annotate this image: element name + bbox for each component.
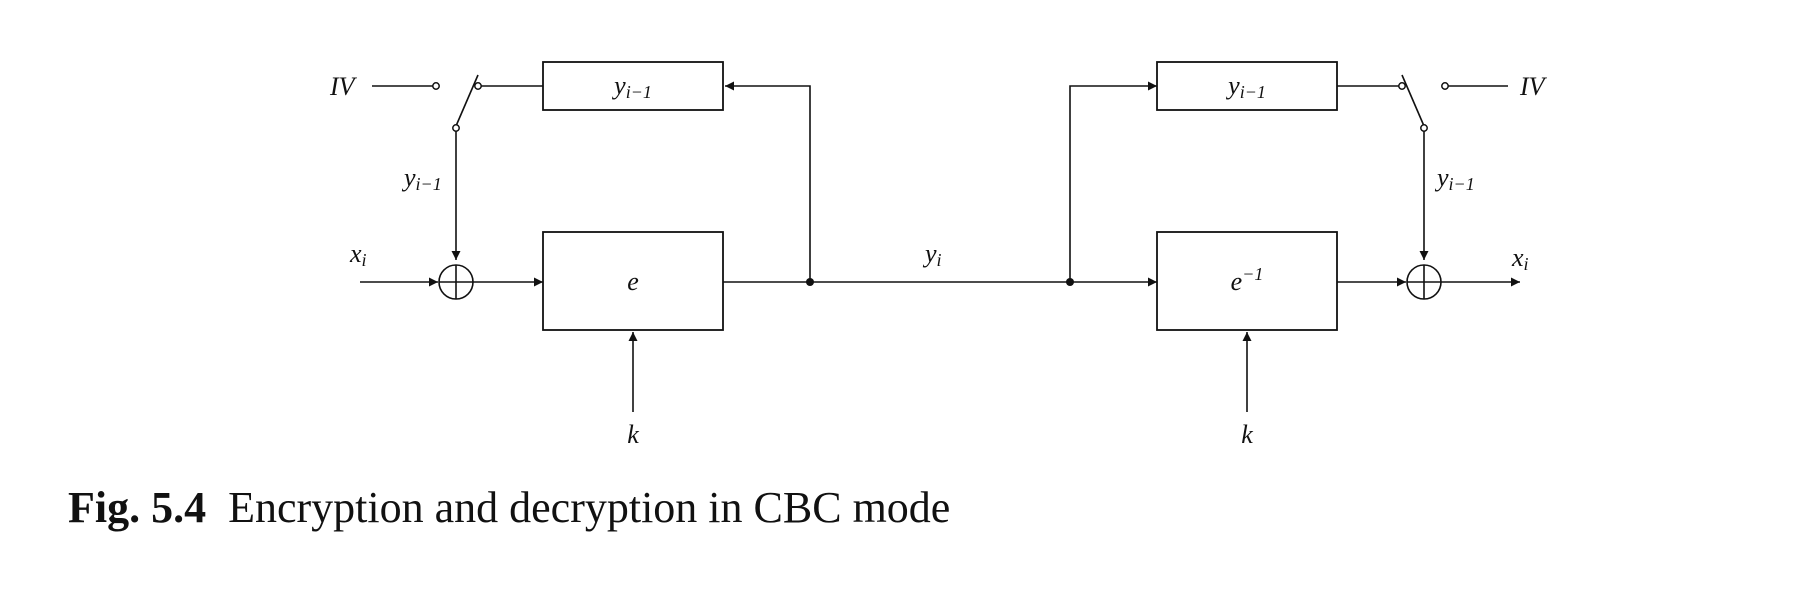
enc-register-feedback-arrow: [725, 81, 811, 282]
dec-register-box: [1156, 61, 1338, 111]
figure-caption: Fig. 5.4 Encryption and decryption in CBC…: [68, 482, 950, 533]
dec-switch-contact-iv: [1441, 82, 1449, 90]
figure-caption-text: Encryption and decryption in CBC mode: [228, 483, 951, 532]
cbc-mode-diagram: IV yi−1 yi−1 xi e k: [329, 61, 1548, 449]
enc-switch-contact-iv: [432, 82, 440, 90]
dec-xor-icon: [1406, 264, 1442, 300]
enc-key-label: k: [627, 420, 639, 449]
enc-iv-label: IV: [329, 72, 358, 101]
dec-cipher-box: [1156, 231, 1338, 331]
ciphertext-label: yi: [922, 239, 942, 270]
dec-output-label: xi: [1511, 243, 1529, 274]
dec-register-feed-arrow: [1069, 81, 1157, 282]
dec-cipher-label: e−1: [1231, 264, 1264, 296]
dec-register-label: yi−1: [1225, 71, 1266, 102]
enc-cipher-box: [542, 231, 724, 331]
dec-switch-contact-reg: [1398, 82, 1406, 90]
enc-switch-blade: [455, 74, 479, 127]
enc-xor-icon: [438, 264, 474, 300]
encryption-section: IV yi−1 yi−1 xi e k: [329, 61, 814, 449]
dec-switch-blade: [1401, 74, 1425, 127]
decryption-section: yi−1 IV yi−1 e−1 k xi: [1066, 61, 1548, 449]
enc-switch-pivot: [452, 124, 460, 132]
enc-cipher-label: e: [627, 267, 639, 296]
enc-input-label: xi: [349, 239, 367, 270]
dec-feedback-label: yi−1: [1434, 163, 1475, 194]
figure-number: Fig. 5.4: [68, 483, 207, 532]
enc-feedback-label: yi−1: [401, 163, 442, 194]
enc-register-box: [542, 61, 724, 111]
enc-register-label: yi−1: [611, 71, 652, 102]
enc-switch-contact-reg: [474, 82, 482, 90]
dec-switch-pivot: [1420, 124, 1428, 132]
dec-iv-label: IV: [1519, 72, 1548, 101]
dec-key-label: k: [1241, 420, 1253, 449]
